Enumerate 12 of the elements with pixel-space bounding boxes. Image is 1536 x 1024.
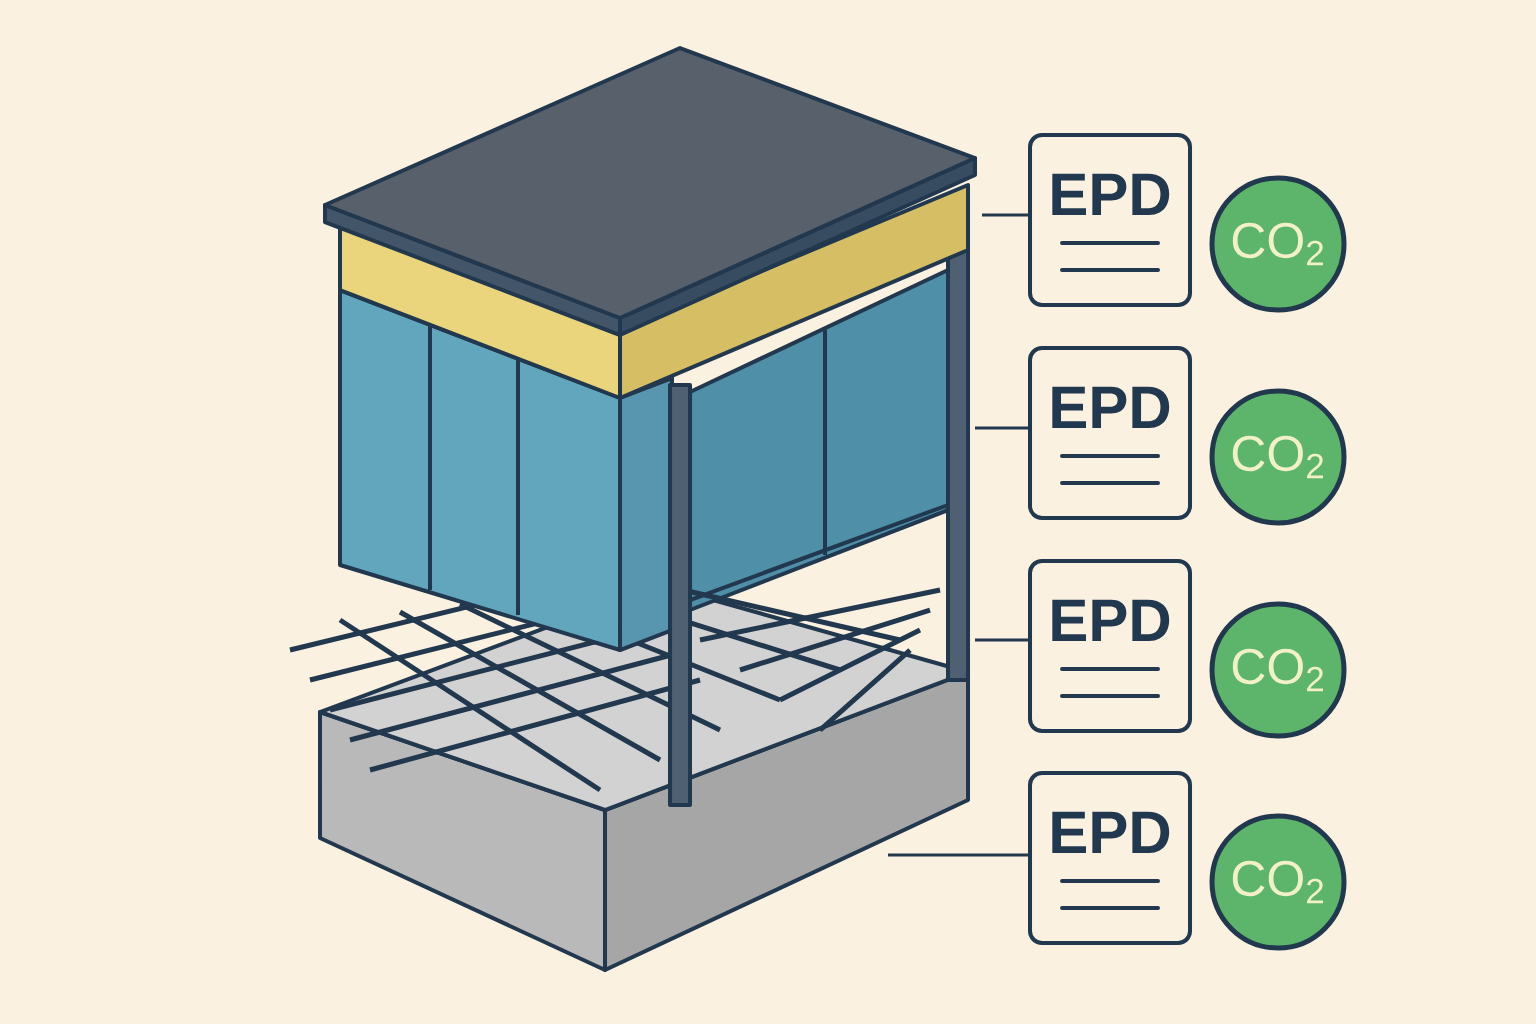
epd-document-box: EPD (1028, 346, 1192, 520)
co2-badge: CO$_{2}$ (1209, 813, 1347, 951)
epd-document-box: EPD (1028, 133, 1192, 307)
co2-badge: CO$_{2}$ (1209, 388, 1347, 526)
leader-line (975, 426, 1028, 430)
epd-document-box: EPD (1028, 771, 1192, 945)
epd-document-box: EPD (1028, 559, 1192, 733)
co2-badge: CO$_{2}$ (1209, 601, 1347, 739)
leader-line (982, 213, 1028, 217)
leader-line (888, 853, 1028, 857)
co2-badge: CO$_{2}$ (1209, 175, 1347, 313)
leader-line (975, 638, 1028, 642)
